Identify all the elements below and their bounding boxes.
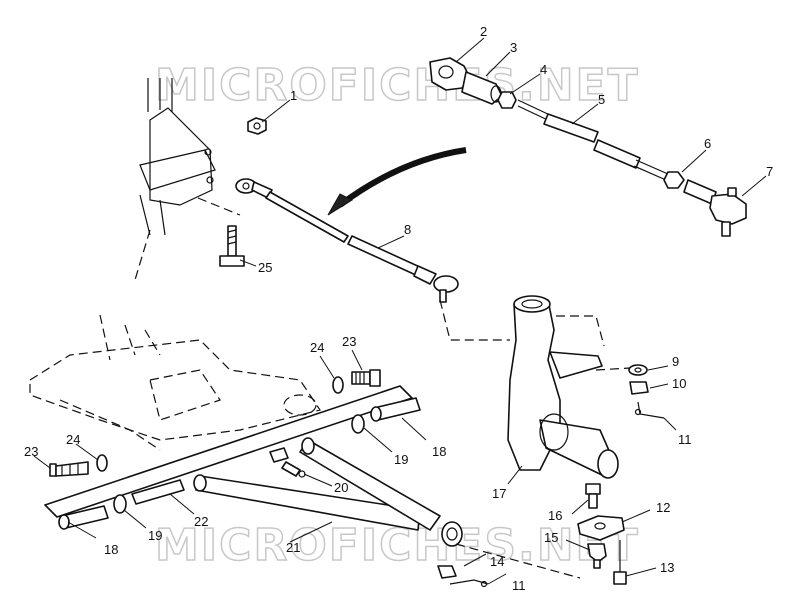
part-1-nut <box>247 117 267 135</box>
callout-18-left: 18 <box>104 542 118 557</box>
part-20-grease-fitting <box>281 461 306 478</box>
watermark-top: MICROFICHES.NET <box>155 60 640 111</box>
callout-24-left: 24 <box>66 432 80 447</box>
part-17-steering-knuckle <box>439 295 631 479</box>
callout-11-top: 11 <box>678 432 692 447</box>
callout-3: 3 <box>510 40 517 55</box>
part-10-castle-nut <box>629 381 649 395</box>
part-4-jam-nut <box>497 91 517 109</box>
part-24-washer-right <box>332 376 344 394</box>
part-11-cotter-pin-top <box>634 401 665 419</box>
part-7-tie-rod-end <box>683 179 747 237</box>
watermark-bottom: MICROFICHES.NET <box>155 520 640 571</box>
part-5-adjuster-tube <box>517 99 669 181</box>
callout-21: 21 <box>286 540 300 555</box>
callout-5: 5 <box>598 92 605 107</box>
callout-4: 4 <box>540 62 547 77</box>
callout-2: 2 <box>480 24 487 39</box>
callout-14: 14 <box>490 554 504 569</box>
callout-24-right: 24 <box>310 340 324 355</box>
callout-20: 20 <box>334 480 348 495</box>
callout-19-right: 19 <box>394 452 408 467</box>
part-11-cotter-pin-bottom <box>449 579 489 588</box>
direction-arrow <box>327 147 467 216</box>
part-18-bolt-left <box>58 505 109 530</box>
part-15-ball-joint <box>587 543 607 569</box>
callout-16: 16 <box>548 508 562 523</box>
part-8-tie-rod-inner <box>235 178 459 303</box>
part-14-bushing <box>441 521 463 547</box>
part-19-washer-left <box>113 494 127 514</box>
part-22-sleeve <box>131 479 185 505</box>
callout-15: 15 <box>544 530 558 545</box>
callout-13: 13 <box>660 560 674 575</box>
callout-1: 1 <box>290 88 297 103</box>
part-6-jam-nut <box>663 171 685 189</box>
callout-11-bottom: 11 <box>512 578 526 593</box>
callout-9: 9 <box>672 354 679 369</box>
callout-23-left: 23 <box>24 444 38 459</box>
frame-dashed-outline <box>29 314 321 451</box>
part-18-bolt-right <box>370 397 421 422</box>
callout-7: 7 <box>766 164 773 179</box>
callout-8: 8 <box>404 222 411 237</box>
part-13-bolt <box>613 540 627 585</box>
callout-25: 25 <box>258 260 272 275</box>
callout-10: 10 <box>672 376 686 391</box>
callout-23-right: 23 <box>342 334 356 349</box>
part-16-bolt <box>585 483 601 509</box>
callout-6: 6 <box>704 136 711 151</box>
callout-17: 17 <box>492 486 506 501</box>
part-21-a-arm <box>193 437 441 531</box>
callout-22: 22 <box>194 514 208 529</box>
part-25-bolt <box>219 225 245 267</box>
part-14-castle-nut <box>437 565 457 579</box>
steering-post <box>134 78 241 281</box>
part-9-washer <box>628 364 648 376</box>
part-24-washer-left <box>96 454 108 472</box>
connector-knuckle-to-arm <box>455 543 581 579</box>
callout-18-right: 18 <box>432 444 446 459</box>
part-19-washer-right <box>351 414 365 434</box>
leader-lines <box>33 37 767 585</box>
part-23-bolt-right <box>351 369 381 387</box>
callout-19-left: 19 <box>148 528 162 543</box>
callout-12: 12 <box>656 500 670 515</box>
part-22-pivot-tube <box>44 385 413 518</box>
part-12-ball-joint-plate <box>577 515 625 541</box>
part-23-bolt-left <box>49 461 89 477</box>
